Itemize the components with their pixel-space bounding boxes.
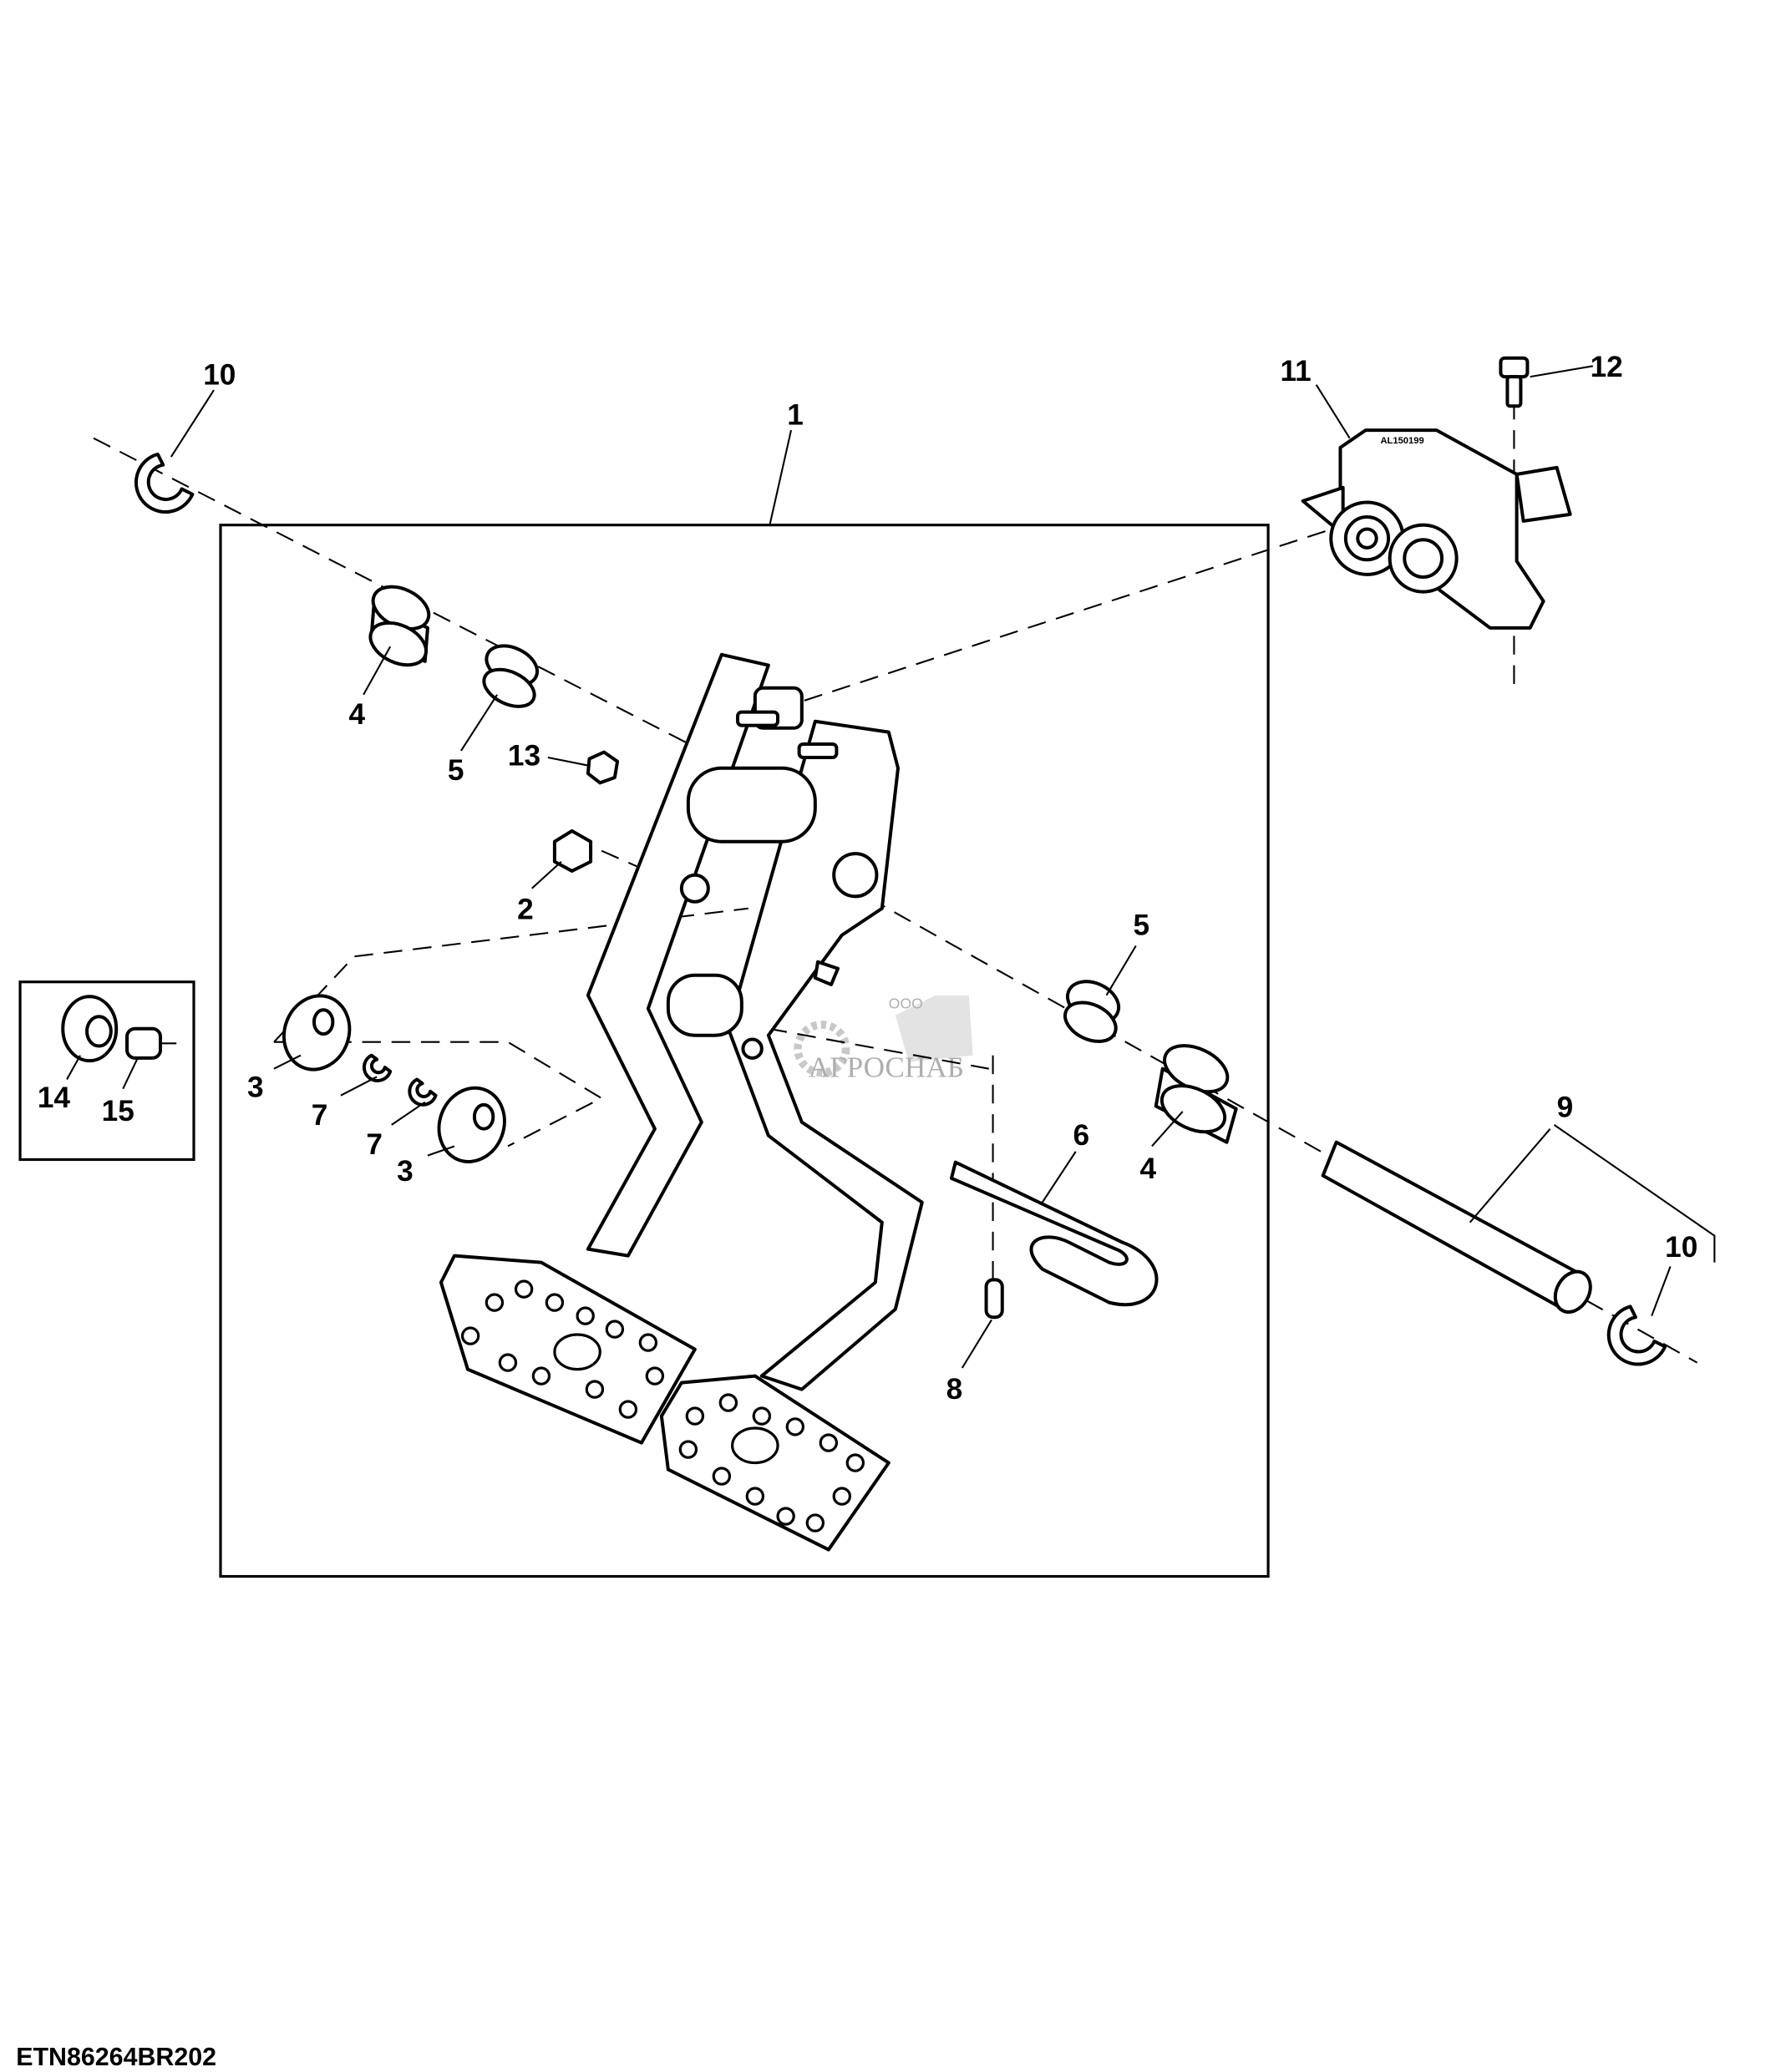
part-11-sensor: AL150199 [1301, 428, 1572, 630]
part-13-nut [586, 750, 620, 785]
part-14-bushing [61, 995, 119, 1063]
callout-10: 10 [203, 359, 236, 392]
reference-code: ETN86264BR202 [16, 2043, 216, 2071]
part-10-clip [1606, 1304, 1667, 1366]
callout-15: 15 [102, 1095, 134, 1127]
part-marking: AL150199 [1380, 436, 1423, 446]
watermark-logo: ООО АГРОСНАБ [794, 995, 973, 1083]
watermark-prefix: ООО [889, 995, 923, 1012]
callout-14: 14 [38, 1082, 71, 1114]
callout-3: 3 [397, 1155, 414, 1188]
inset-frame [18, 980, 195, 1162]
assembly-frame [219, 524, 1270, 1578]
callouts: 10 1 11 12 4 5 13 2 5 4 6 8 9 10 3 7 7 3… [38, 351, 1697, 1406]
part-9-shaft [1321, 1140, 1592, 1314]
callout-1: 1 [787, 399, 804, 432]
callout-3: 3 [247, 1071, 264, 1103]
callout-7: 7 [312, 1099, 328, 1132]
part-4-bushing [1154, 1044, 1238, 1144]
callout-4: 4 [349, 698, 366, 731]
callout-6: 6 [1073, 1119, 1090, 1152]
part-6-pin [949, 1160, 1159, 1307]
callout-4: 4 [1140, 1153, 1157, 1185]
part-10-clip [134, 452, 195, 514]
part-2-nut [552, 828, 593, 873]
part-7-clip [408, 1077, 438, 1107]
part-7-clip [362, 1053, 393, 1082]
callout-11: 11 [1280, 355, 1311, 388]
callout-12: 12 [1591, 351, 1623, 383]
callout-9: 9 [1557, 1091, 1574, 1123]
leader-lines [66, 365, 1716, 1369]
part-8-roll-pin [984, 1278, 1004, 1320]
callout-10: 10 [1665, 1231, 1697, 1264]
part-12-bolt [1499, 356, 1530, 408]
part-5-bushing [1063, 980, 1121, 1043]
callout-7: 7 [366, 1128, 383, 1161]
callout-2: 2 [517, 894, 534, 926]
part-3-washer [282, 994, 352, 1071]
callout-13: 13 [508, 740, 540, 773]
part-4-bushing [368, 585, 431, 667]
callout-8: 8 [946, 1373, 963, 1406]
part-3-washer [437, 1086, 506, 1163]
part-15-insert [125, 1026, 177, 1060]
watermark-name: АГРОСНАБ [809, 1051, 964, 1083]
part-1-pedal-assembly [439, 652, 924, 1552]
callout-5: 5 [1134, 909, 1150, 942]
callout-5: 5 [448, 754, 464, 787]
part-5-bushing [482, 644, 540, 708]
